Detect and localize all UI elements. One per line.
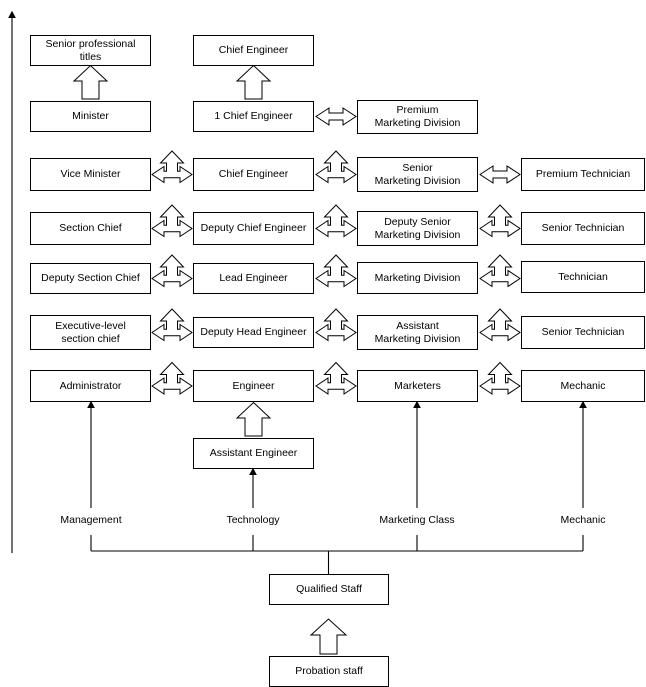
column-label-marketing-class: Marketing Class xyxy=(379,514,455,526)
double-arrow-r2-c2-c3 xyxy=(315,107,357,126)
box-senior-technician-upper: Senior Technician xyxy=(521,212,645,245)
column-label-mechanic: Mechanic xyxy=(560,514,606,526)
box-deputy-head-engineer: Deputy Head Engineer xyxy=(193,317,314,348)
tri-arrow-r5-c2-c3 xyxy=(315,254,357,288)
up-arrow-probation-to-qualified xyxy=(309,618,348,655)
box-technician: Technician xyxy=(521,261,645,293)
tri-arrow-r7-c3-c4 xyxy=(479,361,521,395)
box-engineer: Engineer xyxy=(193,370,314,402)
tri-arrow-r4-c3-c4 xyxy=(479,204,521,238)
box-mechanic: Mechanic xyxy=(521,370,645,402)
box-administrator: Administrator xyxy=(30,370,151,402)
box-vice-minister: Vice Minister xyxy=(30,158,151,191)
box-qualified-staff: Qualified Staff xyxy=(269,574,389,605)
box-probation-staff: Probation staff xyxy=(269,656,389,687)
qualified-staff-distribution-bus xyxy=(90,535,584,574)
tri-arrow-r4-c1-c2 xyxy=(151,204,193,238)
box-marketing-division: Marketing Division xyxy=(357,262,478,294)
tri-arrow-r5-c1-c2 xyxy=(151,254,193,288)
tri-arrow-r6-c2-c3 xyxy=(315,308,357,342)
box-lead-engineer: Lead Engineer xyxy=(193,263,314,294)
box-assistant-engineer: Assistant Engineer xyxy=(193,438,314,469)
box-premium-technician: Premium Technician xyxy=(521,158,645,191)
box-section-chief: Section Chief xyxy=(30,212,151,245)
double-arrow-r3-c3-c4 xyxy=(479,165,521,184)
box-premium-marketing-division: Premium Marketing Division xyxy=(357,100,478,134)
up-arrow-minister-to-senior-titles xyxy=(72,64,109,100)
box-1-chief-engineer: 1 Chief Engineer xyxy=(193,101,314,132)
tri-arrow-r6-c1-c2 xyxy=(151,308,193,342)
tri-arrow-r6-c3-c4 xyxy=(479,308,521,342)
box-assistant-marketing-division: Assistant Marketing Division xyxy=(357,315,478,350)
box-senior-professional-titles: Senior professional titles xyxy=(30,35,151,66)
up-arrow-chief-engineer-promotion xyxy=(235,64,272,100)
tri-arrow-r4-c2-c3 xyxy=(315,204,357,238)
box-chief-engineer-top: Chief Engineer xyxy=(193,35,314,66)
box-deputy-senior-marketing-division: Deputy Senior Marketing Division xyxy=(357,211,478,246)
box-deputy-section-chief: Deputy Section Chief xyxy=(30,263,151,294)
box-minister: Minister xyxy=(30,101,151,132)
tri-arrow-r3-c1-c2 xyxy=(151,150,193,184)
tri-arrow-r5-c3-c4 xyxy=(479,254,521,288)
tri-arrow-r7-c1-c2 xyxy=(151,361,193,395)
up-arrow-assistant-engineer-to-engineer xyxy=(235,401,272,437)
box-senior-marketing-division: Senior Marketing Division xyxy=(357,157,478,192)
tri-arrow-r7-c2-c3 xyxy=(315,361,357,395)
column-label-management: Management xyxy=(60,514,122,526)
box-executive-level-section-chief: Executive-level section chief xyxy=(30,315,151,350)
box-chief-engineer: Chief Engineer xyxy=(193,158,314,191)
box-deputy-chief-engineer: Deputy Chief Engineer xyxy=(193,212,314,245)
tri-arrow-r3-c2-c3 xyxy=(315,150,357,184)
box-marketers: Marketers xyxy=(357,370,478,402)
column-label-technology: Technology xyxy=(226,514,280,526)
box-senior-technician-lower: Senior Technician xyxy=(521,316,645,349)
